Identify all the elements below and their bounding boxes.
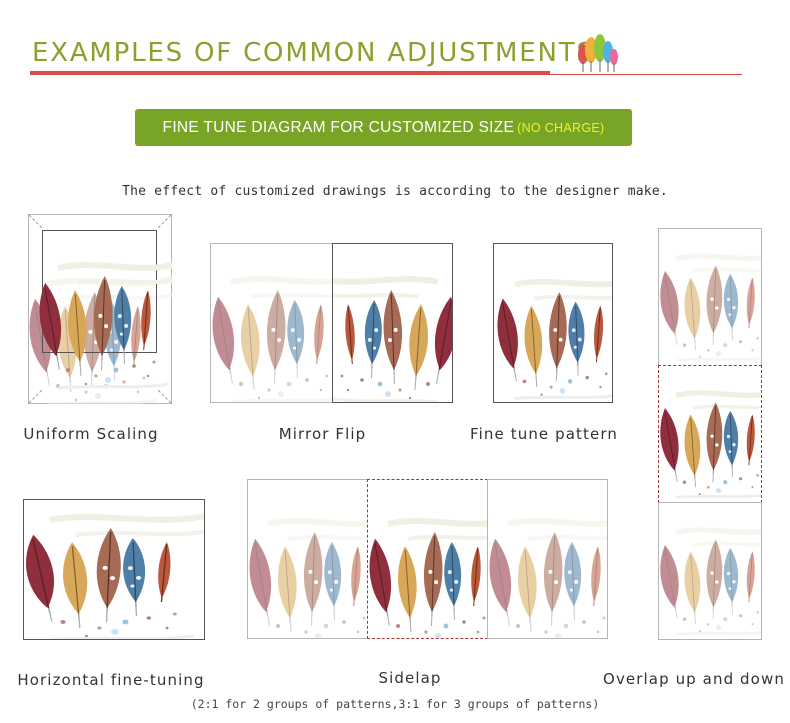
mirror-flip-right-panel <box>332 243 453 403</box>
horizontal-fine-tuning-caption: Horizontal fine-tuning <box>17 671 205 689</box>
horizontal-fine-tuning-panel <box>23 499 205 640</box>
fine-tune-banner: FINE TUNE DIAGRAM FOR CUSTOMIZED SIZE(NO… <box>135 109 632 146</box>
overlap-middle-panel <box>658 365 762 503</box>
banner-label: FINE TUNE DIAGRAM FOR CUSTOMIZED SIZE <box>162 119 515 136</box>
sidelap-middle-panel <box>367 479 488 639</box>
fine-tune-pattern-caption: Fine tune pattern <box>470 425 618 443</box>
title-underline <box>30 71 550 75</box>
sidelap-caption: Sidelap <box>378 669 442 687</box>
uniform-scaling-example <box>28 214 172 404</box>
overlap-top-panel <box>658 228 762 366</box>
sidelap-left-panel <box>247 479 368 639</box>
page-title: EXAMPLES OF COMMON ADJUSTMENTS <box>32 38 595 68</box>
uniform-scaling-caption: Uniform Scaling <box>23 425 159 443</box>
subtitle: The effect of customized drawings is acc… <box>122 184 668 199</box>
uniform-scaling-image <box>28 214 172 404</box>
fine-tune-pattern-panel <box>493 243 613 403</box>
sidelap-footnote: (2:1 for 2 groups of patterns,3:1 for 3 … <box>190 697 600 711</box>
overlap-bottom-panel <box>658 502 762 640</box>
mirror-flip-left-panel <box>210 243 333 403</box>
colorful-trees-icon <box>578 34 618 72</box>
title-rule <box>550 74 742 75</box>
mirror-flip-caption: Mirror Flip <box>278 425 367 443</box>
sidelap-right-panel <box>487 479 608 639</box>
banner-note: (NO CHARGE) <box>517 121 605 135</box>
overlap-caption: Overlap up and down <box>603 670 785 688</box>
